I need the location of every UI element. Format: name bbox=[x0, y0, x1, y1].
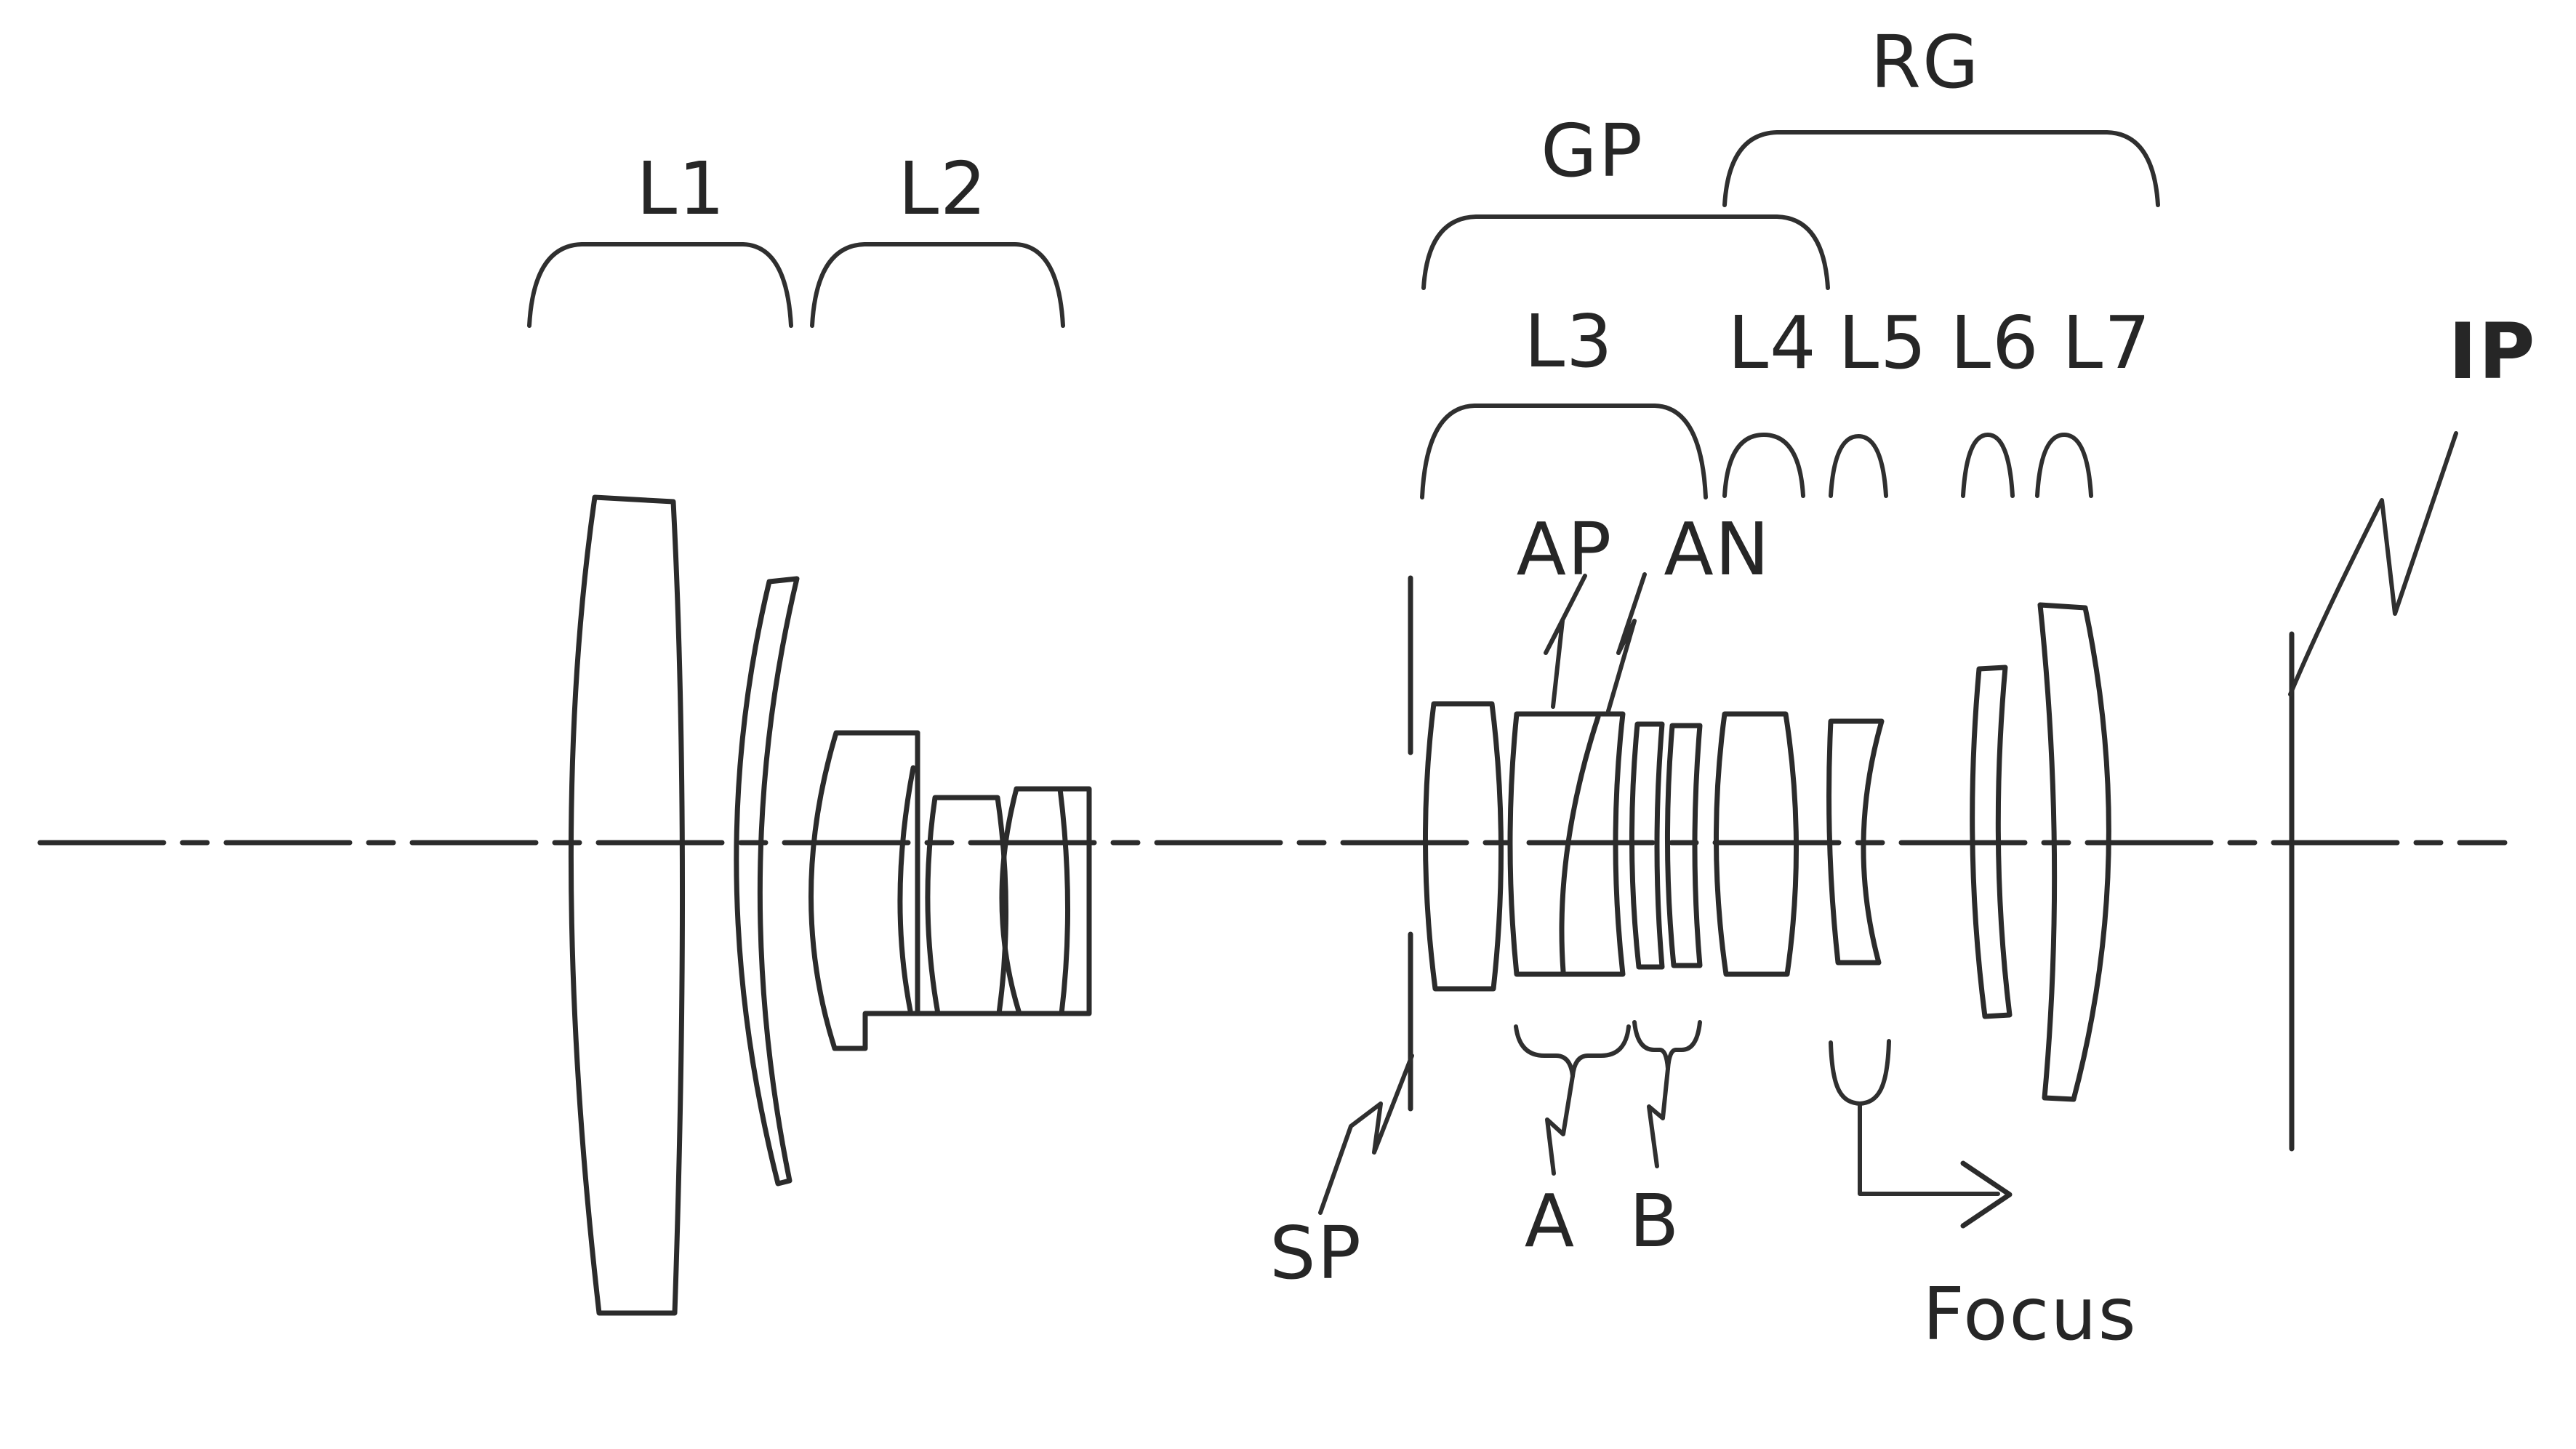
leader-an bbox=[1606, 572, 1647, 713]
leader-a bbox=[1545, 1074, 1575, 1176]
label-l3: L3 bbox=[1524, 299, 1613, 384]
lens-l6 bbox=[1970, 665, 2013, 1019]
leader-ap bbox=[1544, 574, 1587, 709]
bracket-l4 bbox=[1722, 433, 1805, 498]
label-gp: GP bbox=[1541, 108, 1644, 193]
label-l4: L4 bbox=[1728, 300, 1817, 385]
bracket-rg bbox=[1722, 130, 2160, 207]
focus-arrowhead-icon bbox=[1960, 1160, 2013, 1229]
label-an: AN bbox=[1664, 507, 1770, 592]
bracket-gp bbox=[1421, 214, 1830, 290]
bracket-l5 bbox=[1829, 434, 1888, 498]
bracket-l6 bbox=[1961, 433, 2015, 498]
label-ip: IP bbox=[2448, 307, 2536, 396]
lens-l2-element2 bbox=[925, 795, 1008, 1016]
lens-l3-doublet-ap-an bbox=[1507, 711, 1626, 977]
label-sp: SP bbox=[1269, 1211, 1363, 1296]
bracket-l3 bbox=[1420, 404, 1708, 499]
lens-l5 bbox=[1826, 718, 1885, 966]
bracket-l7 bbox=[2035, 433, 2093, 498]
lens-l1-element2 bbox=[734, 576, 800, 1187]
lens-l7 bbox=[2037, 602, 2111, 1102]
lens-b-element2 bbox=[1664, 723, 1703, 968]
lens-l3-element1 bbox=[1423, 701, 1504, 992]
lens-l1-element1 bbox=[568, 494, 686, 1316]
cemented-interface-ap-an bbox=[1559, 714, 1601, 974]
label-l5: L5 bbox=[1838, 300, 1927, 385]
label-a: A bbox=[1525, 1179, 1576, 1264]
label-focus: Focus bbox=[1922, 1272, 2138, 1357]
lens-b-element1 bbox=[1629, 721, 1665, 970]
label-l7: L7 bbox=[2062, 300, 2151, 385]
lens-l2-doublet-outline bbox=[808, 730, 1092, 1051]
bracket-l1 bbox=[527, 242, 793, 328]
label-l1: L1 bbox=[636, 146, 726, 231]
leader-b bbox=[1647, 1067, 1670, 1168]
brace-b bbox=[1632, 1020, 1702, 1071]
bracket-l2 bbox=[810, 242, 1065, 328]
label-b: B bbox=[1629, 1179, 1681, 1264]
lens-l2-element3 bbox=[999, 786, 1070, 1016]
leader-sp bbox=[1318, 1053, 1414, 1215]
focus-fork bbox=[1829, 1039, 1891, 1106]
label-rg: RG bbox=[1871, 20, 1981, 105]
leader-ip bbox=[2288, 431, 2458, 697]
label-ap: AP bbox=[1517, 507, 1613, 592]
label-l2: L2 bbox=[898, 146, 987, 231]
brace-a bbox=[1514, 1024, 1631, 1078]
lens-l4 bbox=[1713, 711, 1799, 977]
label-l6: L6 bbox=[1950, 300, 2039, 385]
lens-l2-cemented-interface bbox=[897, 765, 916, 1014]
focus-stem bbox=[1858, 1101, 2000, 1196]
